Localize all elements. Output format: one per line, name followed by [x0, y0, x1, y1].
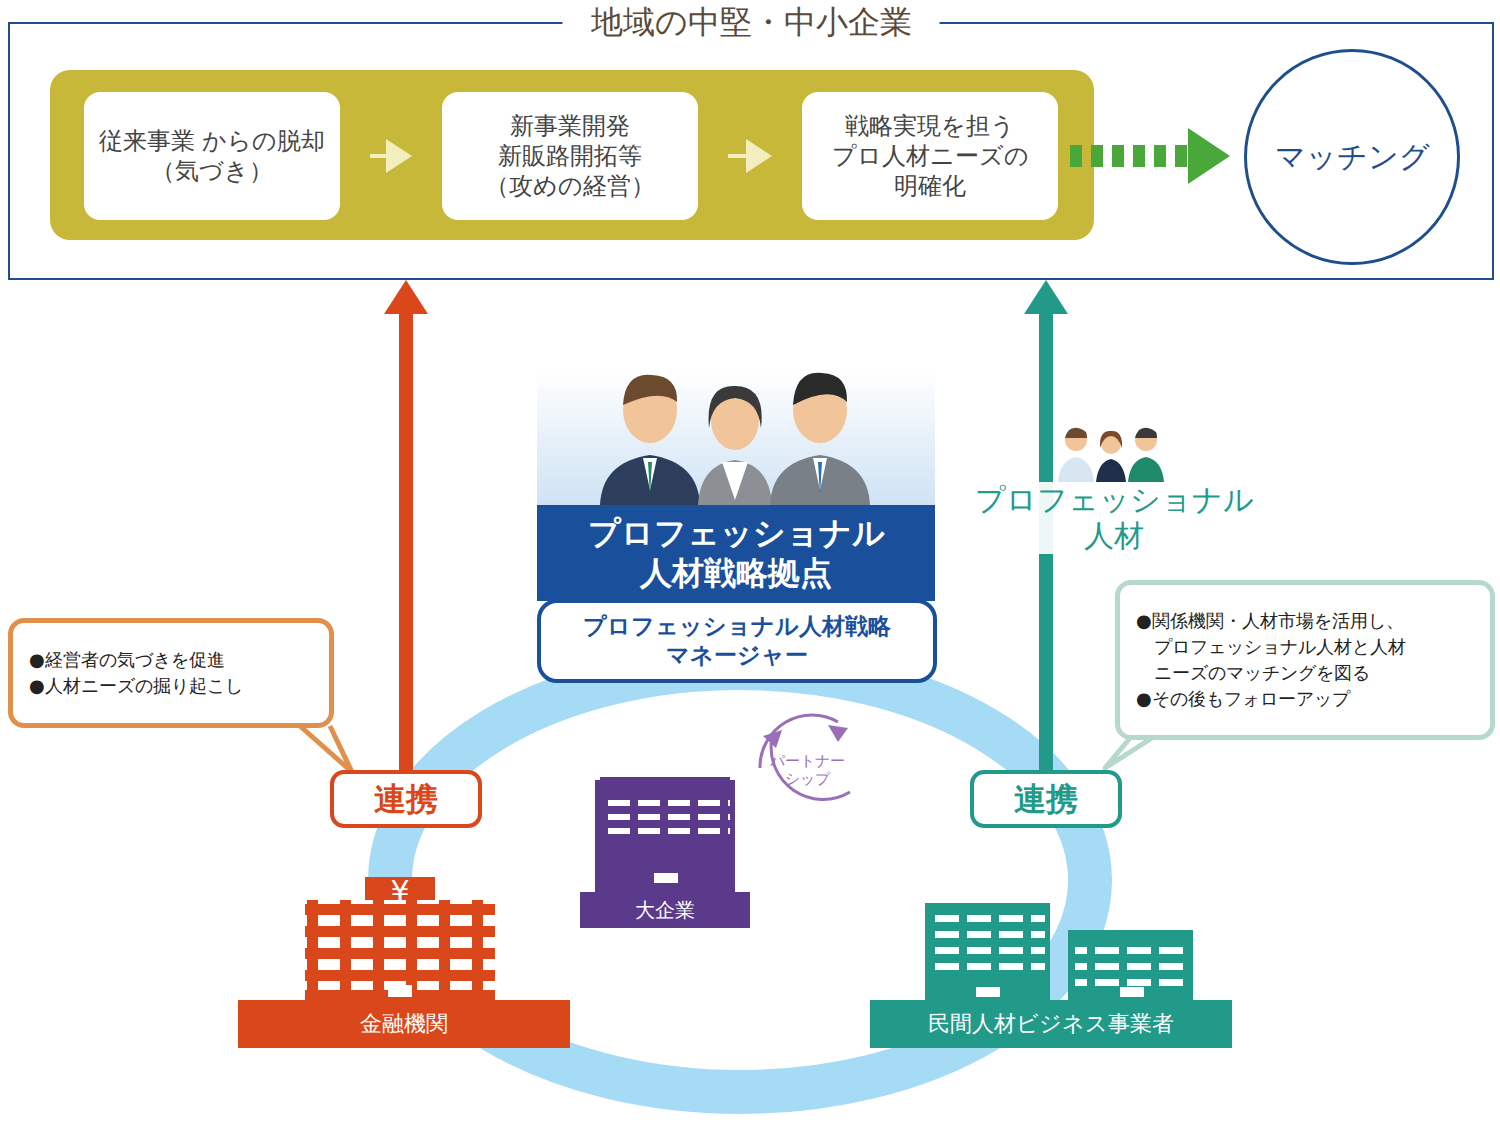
node-text: 金融機関 — [360, 1010, 448, 1038]
step-box: 新事業開発 新販路開拓等 （攻めの経営） — [442, 92, 698, 220]
connector-line — [1070, 145, 1192, 167]
arrowhead — [746, 139, 772, 173]
manager-box: プロフェッショナル人材戦略 マネージャー — [537, 599, 937, 683]
connector — [370, 139, 412, 173]
matching-circle: マッチング — [1244, 49, 1460, 265]
node-text: 民間人材ビジネス事業者 — [928, 1010, 1174, 1038]
callout-box: ●経営者の気づきを促進●人材ニーズの掘り起こし — [8, 618, 334, 728]
callout-tail — [300, 726, 352, 772]
region-frame: 地域の中堅・中小企業従来事業 からの脱却 （気づき）新事業開発 新販路開拓等 （… — [8, 22, 1494, 280]
professional-people — [1058, 428, 1164, 482]
arrowhead — [1024, 280, 1068, 314]
node-text: 地域の中堅・中小企業 — [563, 2, 940, 42]
large-company-building — [595, 777, 735, 894]
step-box: 従来事業 からの脱却 （気づき） — [84, 92, 340, 220]
hub-box: プロフェッショナル 人材戦略拠点プロフェッショナル人材戦略 マネージャー — [537, 505, 935, 601]
connector — [384, 280, 428, 770]
node-text: ●経営者の気づきを促進 — [29, 647, 313, 673]
node-text: ●関係機関・人材市場を活用し、 プロフェッショナル人材と人材 ニーズのマッチング… — [1136, 608, 1474, 686]
label-text: プロフェッショナル 人材 — [955, 482, 1273, 554]
callout-box: ●関係機関・人材市場を活用し、 プロフェッショナル人材と人材 ニーズのマッチング… — [1115, 580, 1495, 740]
people-backdrop — [537, 370, 935, 507]
arrowhead — [1188, 128, 1230, 184]
connector-line — [399, 311, 413, 770]
connector-line — [370, 154, 389, 158]
node-text: 連携 — [374, 779, 438, 819]
connector-line — [728, 154, 749, 158]
node-text: 戦略実現を担う プロ人材ニーズの 明確化 — [812, 111, 1048, 201]
private-hr-buildings — [925, 903, 1193, 1003]
node-text: ●人材ニーズの掘り起こし — [29, 673, 313, 699]
bank-label: 金融機関 — [238, 1000, 570, 1048]
node-text: 大企業 — [635, 898, 695, 923]
node-text: プロフェッショナル 人材戦略拠点 — [545, 513, 927, 593]
node-text: 連携 — [1014, 779, 1078, 819]
connector — [1070, 128, 1230, 184]
node-text: マッチング — [1275, 138, 1430, 176]
node-text: 新事業開発 新販路開拓等 （攻めの経営） — [452, 111, 688, 201]
cooperation-tag: 連携 — [330, 770, 482, 828]
callout-tail — [1105, 738, 1152, 768]
staff-people — [600, 373, 870, 505]
step-box: 戦略実現を担う プロ人材ニーズの 明確化 — [802, 92, 1058, 220]
label-text: ¥ — [382, 874, 418, 910]
arrowhead — [384, 280, 428, 314]
hr-business-label: 民間人材ビジネス事業者 — [870, 1000, 1232, 1048]
cooperation-tag: 連携 — [970, 770, 1122, 828]
company-label: 大企業 — [580, 892, 750, 928]
node-text: ●その後もフォローアップ — [1136, 686, 1474, 712]
node-text: プロフェッショナル人材戦略 マネージャー — [551, 612, 923, 670]
olive-band — [50, 70, 1094, 240]
arrowhead — [386, 139, 412, 173]
label-text: パートナー シップ — [752, 752, 862, 788]
node-text: 従来事業 からの脱却 （気づき） — [94, 126, 330, 186]
connector — [728, 139, 772, 173]
